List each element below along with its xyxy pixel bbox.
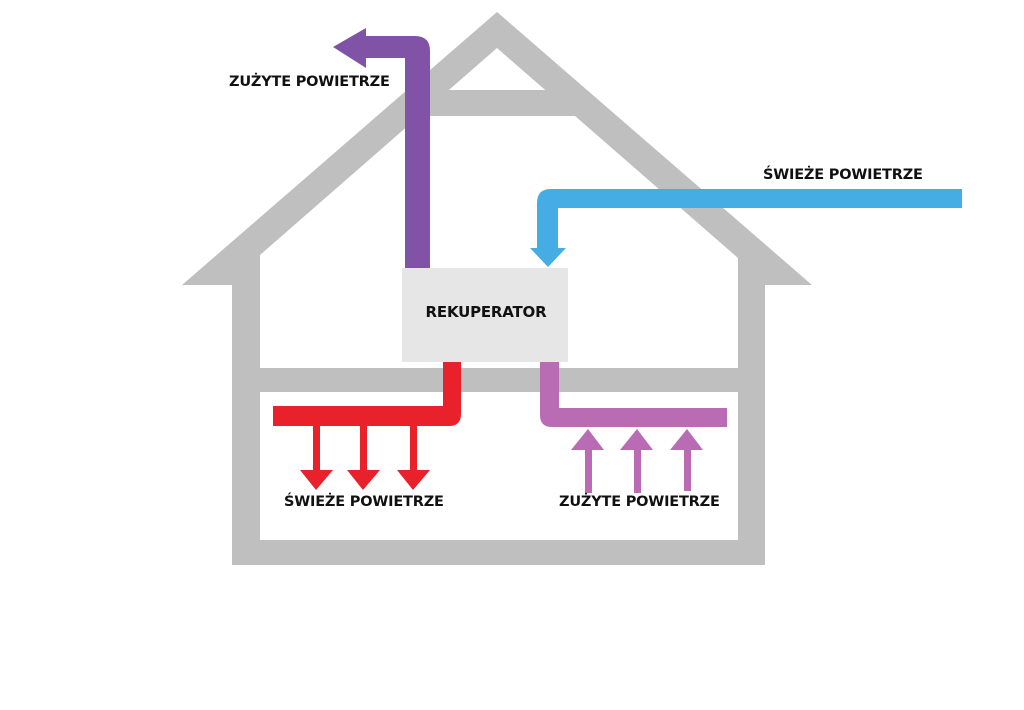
- supply-stem-2: [360, 426, 367, 472]
- exhaust-extract-pipe: [540, 362, 727, 427]
- fresh-supply-pipe: [273, 362, 461, 426]
- supply-arrow-icon-3: [397, 470, 430, 490]
- supply-arrow-icon-1: [300, 470, 333, 490]
- right-wall: [738, 256, 765, 565]
- exhaust-outlet-pipe: [360, 36, 430, 268]
- exhaust-outlet-arrow-icon: [333, 28, 366, 68]
- exhaust-outlet-duct: [333, 28, 430, 268]
- fresh-intake-duct: [530, 189, 962, 267]
- fresh-intake-arrow-icon: [530, 248, 566, 267]
- extract-arrow-icon-2: [620, 429, 653, 450]
- extract-arrow-icon-1: [571, 429, 604, 450]
- label-exhaust-extract-room: ZUŻYTE POWIETRZE: [559, 493, 720, 510]
- attic-crossbar: [380, 90, 615, 116]
- extract-stem-1: [585, 449, 592, 493]
- supply-stem-1: [313, 426, 320, 472]
- extract-stem-2: [634, 449, 641, 493]
- roof-left-slope: [182, 12, 497, 285]
- left-wall: [232, 283, 260, 565]
- label-fresh-outside: ŚWIEŻE POWIETRZE: [763, 165, 923, 183]
- fresh-supply-duct: [273, 362, 461, 490]
- label-exhaust-outside: ZUŻYTE POWIETRZE: [229, 73, 390, 90]
- exhaust-extract-duct: [540, 362, 727, 493]
- house-outline: [182, 12, 812, 565]
- fresh-intake-pipe: [537, 189, 962, 250]
- attic-window: [450, 50, 545, 90]
- extract-arrow-icon-3: [670, 429, 703, 450]
- extract-stem-3: [684, 449, 691, 491]
- supply-arrow-icon-2: [347, 470, 380, 490]
- rekuperator-label: REKUPERATOR: [426, 303, 548, 321]
- supply-stem-3: [410, 426, 417, 472]
- floor-band: [232, 368, 765, 392]
- label-fresh-supply-room: ŚWIEŻE POWIETRZE: [284, 492, 444, 510]
- roof-right-slope: [497, 12, 812, 285]
- rekuperator-unit: [402, 268, 568, 362]
- ground-band: [232, 540, 765, 565]
